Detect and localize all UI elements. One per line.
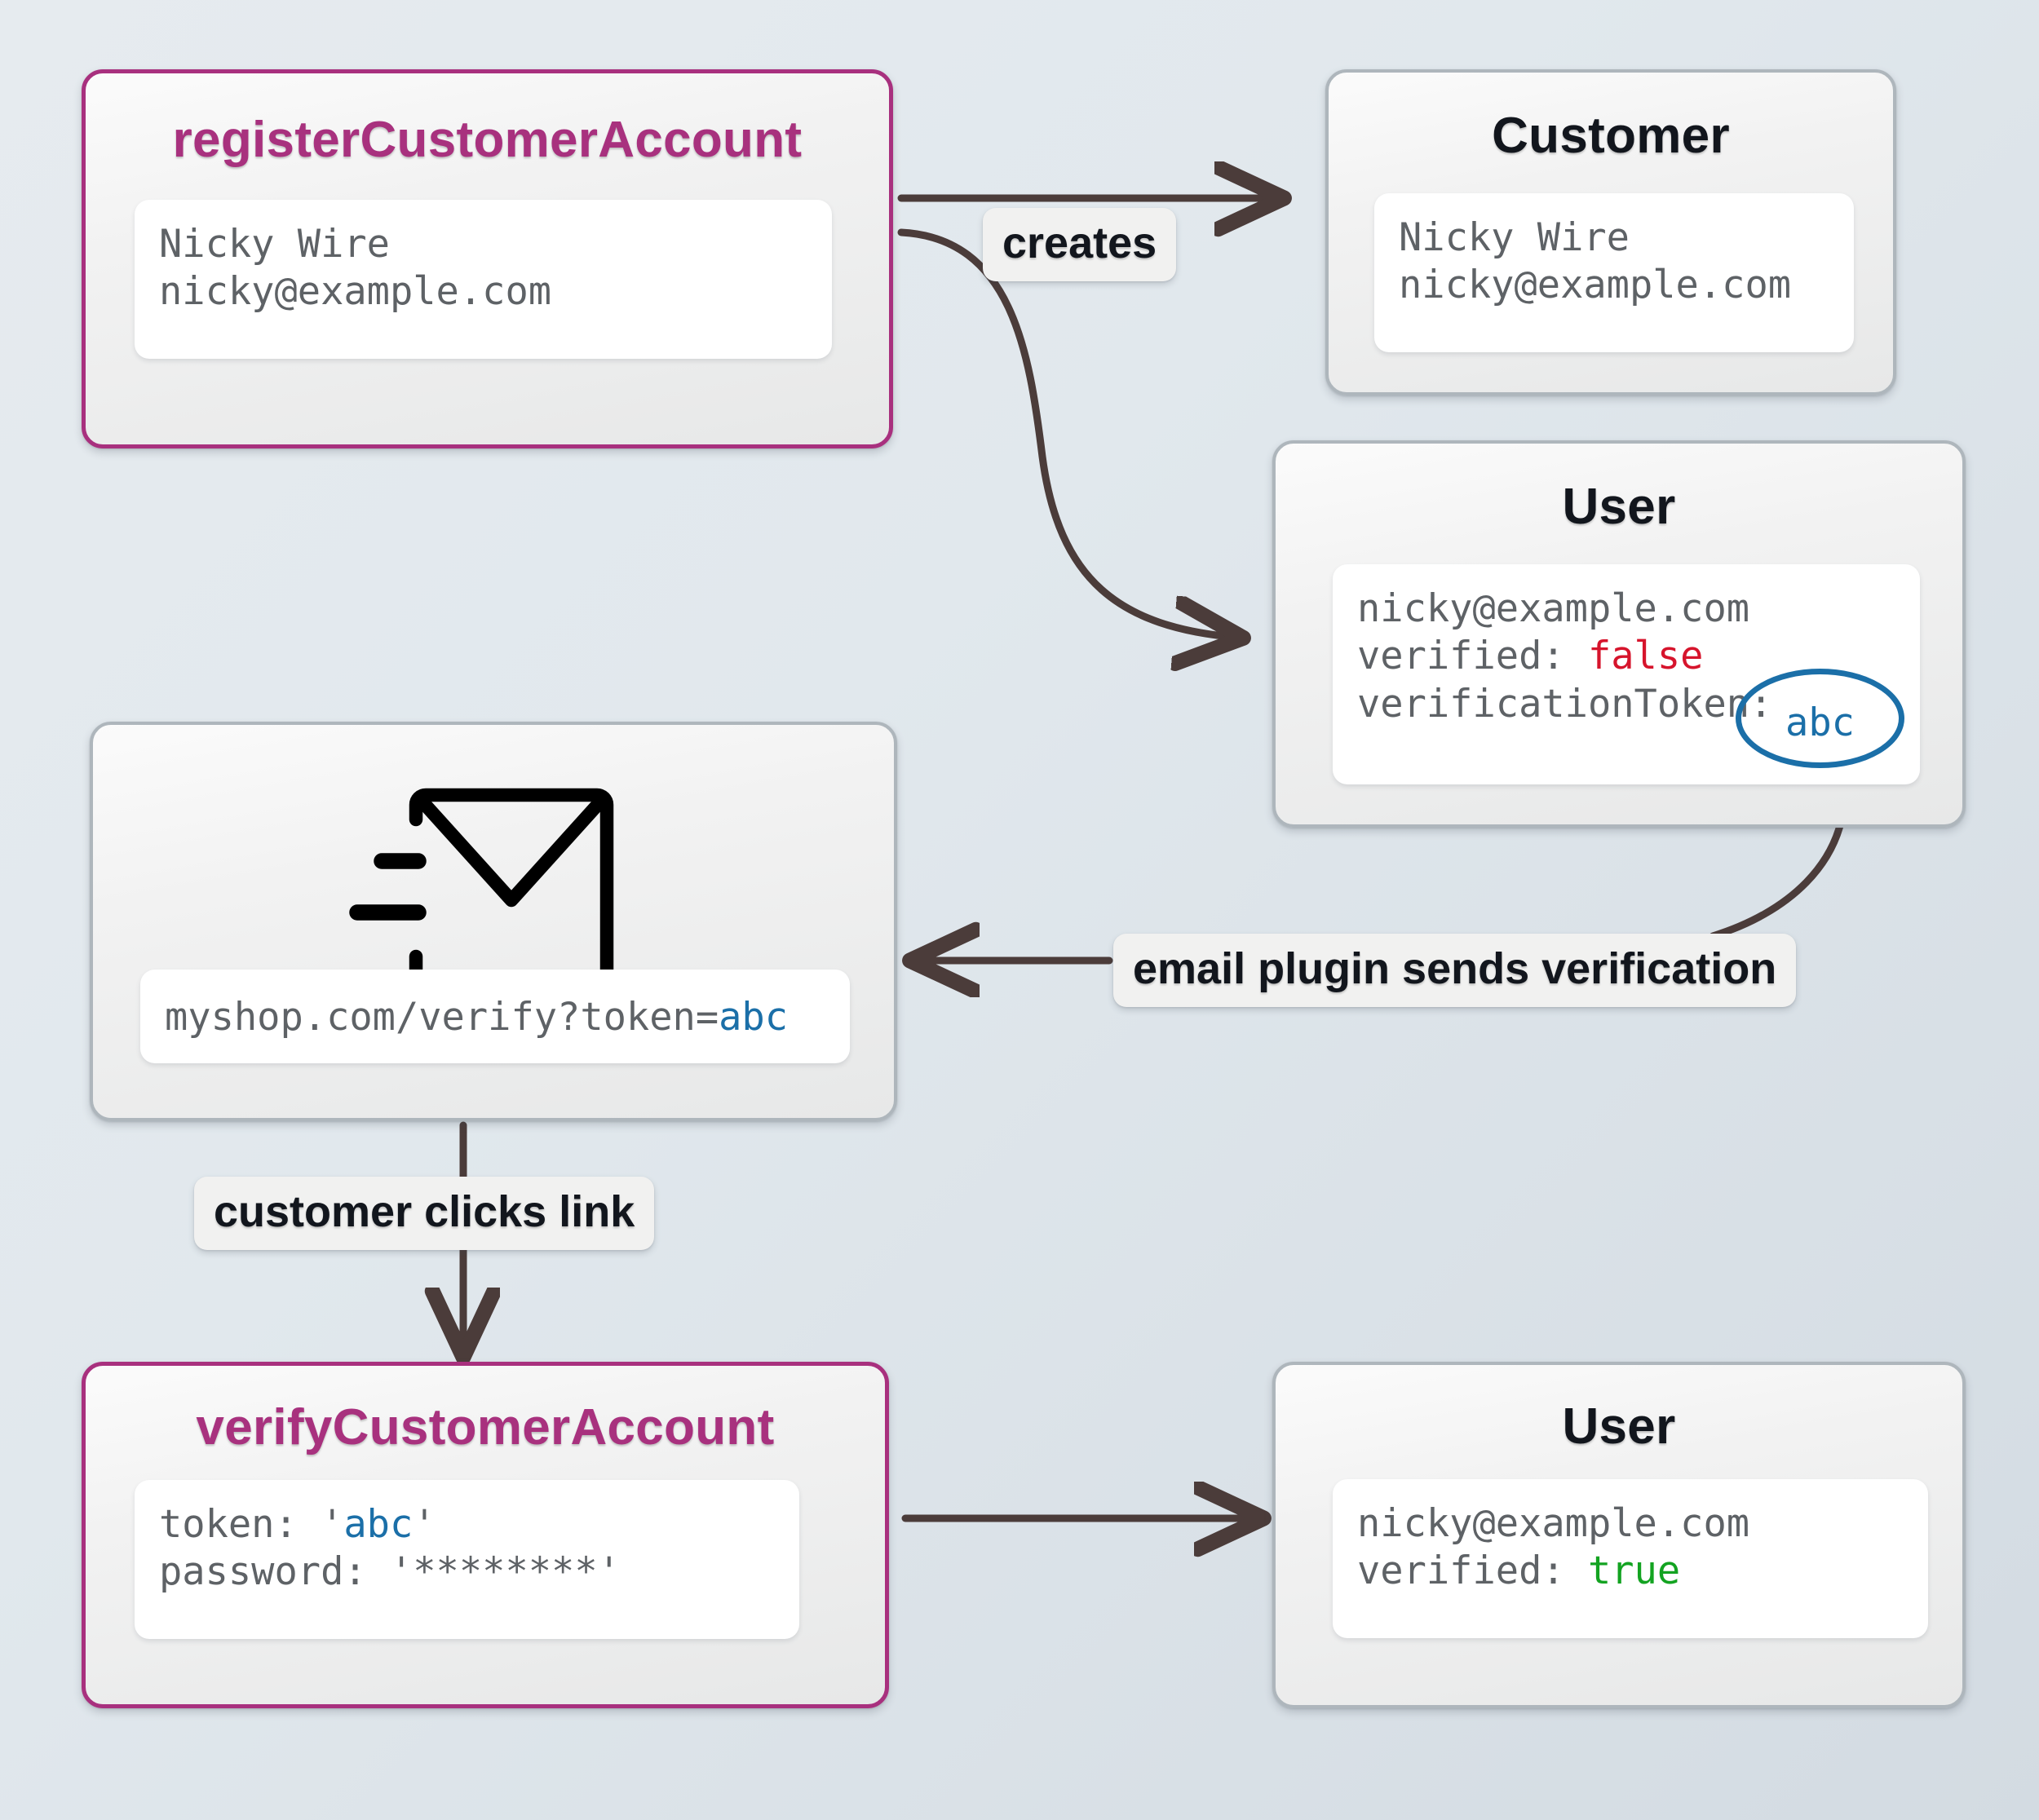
user-field-verified: verified: false [1357,633,1895,680]
register-field-email: nicky@example.com [159,269,552,315]
customer-field-name: Nicky Wire [1399,215,1630,260]
verify-field-token: token: 'abc' [159,1501,775,1548]
customer-field-email: nicky@example.com [1399,263,1792,308]
node-title: User [1562,1398,1676,1455]
email-link-panel[interactable]: myshop.com/verify?token=abc [140,970,850,1063]
verification-token-value-spacer [1772,682,1819,727]
edge-label-email-plugin: email plugin sends verification [1113,934,1797,1007]
node-customer[interactable]: Customer Nicky Wire nicky@example.com [1325,69,1896,395]
node-register-customer-account[interactable]: registerCustomerAccount Nicky Wire nicky… [82,69,893,448]
user-verified-fields-panel: nicky@example.com verified: true [1333,1479,1928,1638]
verify-token-value: abc [343,1502,414,1547]
edge-label-customer-clicks-link: customer clicks link [194,1177,655,1250]
user-unverified-fields-panel: nicky@example.com verified: false verifi… [1333,564,1920,784]
verification-link-prefix: myshop.com/verify?token= [165,995,719,1040]
node-title: registerCustomerAccount [172,112,803,168]
node-title: verifyCustomerAccount [196,1399,775,1456]
node-title: User [1562,479,1676,535]
verified-key: verified: [1357,634,1588,679]
user-field-verified: verified: true [1357,1548,1904,1595]
verify-token-quote-open: ' [321,1502,344,1547]
verify-field-password: password: '********' [159,1549,621,1595]
edge-label-creates: creates [983,208,1177,281]
customer-fields-panel: Nicky Wire nicky@example.com [1374,193,1854,352]
verified-value: false [1587,634,1704,679]
node-verify-customer-account[interactable]: verifyCustomerAccount token: 'abc' passw… [82,1362,889,1708]
node-title: Customer [1492,108,1730,164]
verify-token-quote-close: ' [413,1502,436,1547]
verification-link[interactable]: myshop.com/verify?token=abc [165,994,825,1041]
verified-key: verified: [1357,1548,1588,1594]
verification-link-token: abc [719,995,789,1040]
edge-creates-user [897,228,1240,638]
register-field-name: Nicky Wire [159,222,390,267]
register-fields-panel: Nicky Wire nicky@example.com [135,200,832,359]
node-user-verified[interactable]: User nicky@example.com verified: true [1272,1362,1966,1708]
node-user-unverified[interactable]: User nicky@example.com verified: false v… [1272,440,1966,828]
verify-fields-panel: token: 'abc' password: '********' [135,1480,799,1639]
node-email-message[interactable]: myshop.com/verify?token=abc [90,722,897,1121]
verified-value: true [1587,1548,1681,1594]
verification-token-key: verificationToken: [1357,681,1773,727]
verify-token-key: token: [159,1502,321,1547]
user-field-verification-token: verificationToken: [1357,681,1895,728]
user-field-email: nicky@example.com [1357,586,1750,631]
user-field-email: nicky@example.com [1357,1501,1750,1546]
